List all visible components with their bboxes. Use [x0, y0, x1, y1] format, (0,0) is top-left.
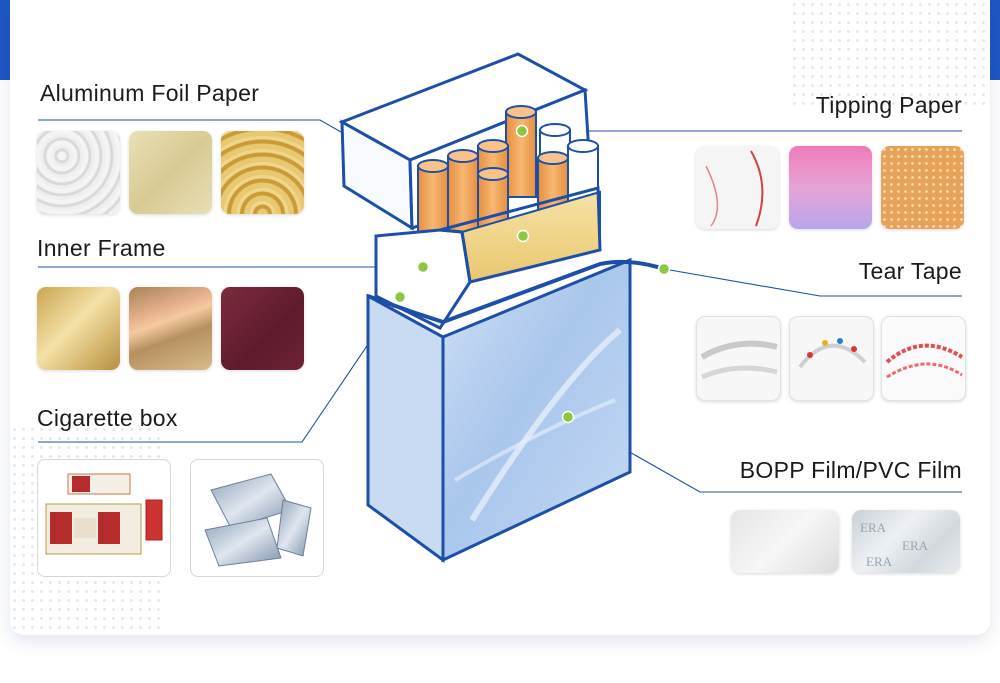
holographic-box-blanks-icon [204, 473, 312, 567]
marker-aluminum-foil [516, 229, 530, 243]
red-print-marks-icon [705, 150, 764, 227]
svg-text:ERA: ERA [866, 554, 893, 569]
swatch-gold [37, 287, 120, 370]
svg-text:ERA: ERA [860, 520, 887, 535]
leader-cigarette-box [38, 296, 401, 443]
swatch-clear-film [731, 510, 839, 573]
red-tape-icon [885, 343, 964, 379]
swatch-clear-tape [696, 316, 781, 401]
svg-text:ERA: ERA [902, 538, 929, 553]
marker-inner-frame [416, 260, 430, 274]
printed-box-blanks-icon [45, 473, 163, 555]
label-tipping-paper: Tipping Paper [815, 92, 962, 118]
label-cigarette-box: Cigarette box [37, 405, 178, 431]
swatch-orange-speckled [881, 146, 964, 229]
marker-bopp-film [561, 410, 575, 424]
photo-holographic-box-blanks [190, 459, 324, 577]
marker-cigarette-box [393, 290, 407, 304]
tear-tape-strip [367, 259, 665, 325]
swatch-pink-gradient [789, 146, 872, 229]
marker-tear-tape [657, 262, 671, 276]
clear-tape-icon [700, 340, 778, 380]
inner-frame [374, 186, 602, 330]
label-aluminum-foil-paper: Aluminum Foil Paper [40, 80, 260, 106]
swatch-holographic-film: ERA ERA ERA [852, 510, 960, 573]
label-tear-tape: Tear Tape [858, 258, 962, 284]
label-bopp-film: BOPP Film/PVC Film [739, 457, 962, 483]
printed-tape-icon [798, 338, 867, 369]
markers [393, 124, 671, 424]
marker-tipping-paper [515, 124, 529, 138]
swatch-silver-embossed [37, 131, 120, 214]
dot-pattern-top-right [790, 0, 990, 110]
label-inner-frame: Inner Frame [37, 235, 166, 261]
holographic-text-icon: ERA ERA ERA [860, 520, 929, 569]
swatch-matte-gold [129, 131, 212, 214]
swatch-gold-embossed [221, 131, 304, 214]
leader-tear-tape [663, 268, 962, 297]
swatch-white-printed [696, 146, 779, 229]
box-body [366, 257, 632, 563]
swatch-red-tape [881, 316, 966, 401]
photo-printed-box-blanks [37, 459, 171, 577]
swatch-burgundy [221, 287, 304, 370]
swatch-printed-tape [789, 316, 874, 401]
swatch-holographic-gold [129, 287, 212, 370]
